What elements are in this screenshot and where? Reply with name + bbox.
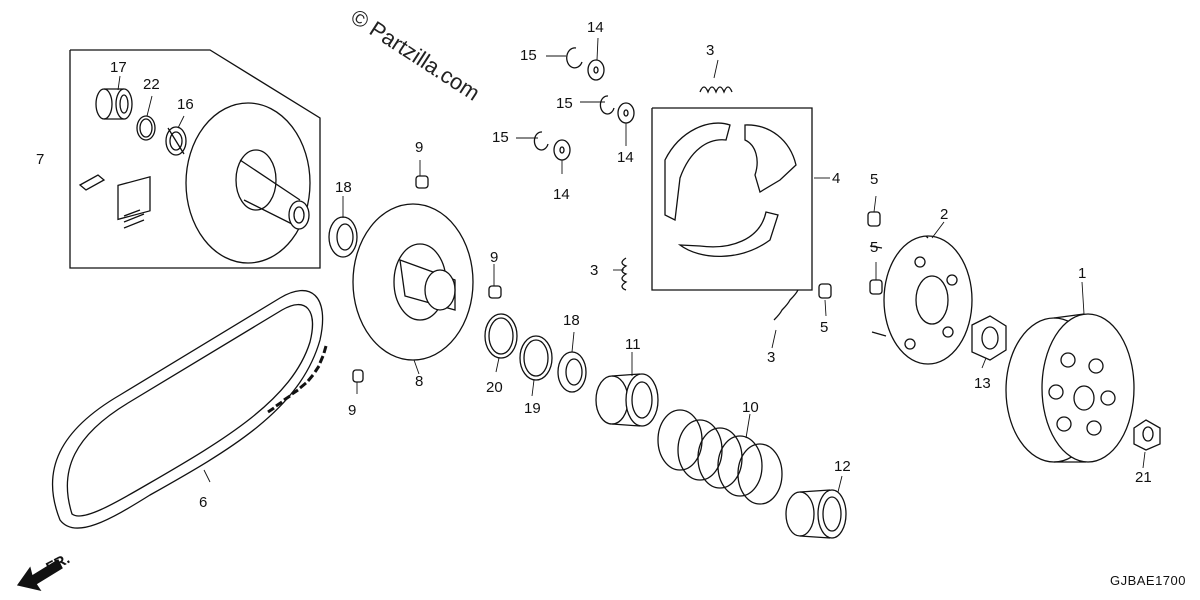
callout-2: 2 [940, 206, 949, 223]
part-14-washer-b [617, 102, 635, 124]
part-9-pin-c [352, 369, 364, 383]
part-8-driven-face [352, 203, 474, 361]
diagram-code: GJBAE1700 [1109, 573, 1186, 588]
callout-14b: 14 [617, 149, 634, 166]
callout-15a: 15 [520, 47, 537, 64]
part-20-o-ring [484, 313, 518, 359]
callout-6: 6 [199, 494, 208, 511]
callout-3b: 3 [590, 262, 599, 279]
part-5-bushing-c [818, 283, 832, 299]
front-arrow [16, 559, 63, 591]
part-6-drive-belt [51, 289, 328, 529]
part-19-o-ring [519, 335, 553, 381]
part-18-oil-seal-a [328, 216, 358, 258]
part-14-washer-a [587, 59, 605, 81]
callout-7: 7 [36, 151, 45, 168]
callout-15c: 15 [492, 129, 509, 146]
part-5-bushing-b [869, 279, 883, 295]
part-11-seal-collar [595, 373, 659, 427]
part-15-clip-c [533, 131, 549, 151]
callout-15b: 15 [556, 95, 573, 112]
part-17-collar [95, 88, 133, 120]
callout-4: 4 [832, 170, 841, 187]
part-14-washer-c [553, 139, 571, 161]
part-10-driven-spring [657, 409, 783, 505]
group-7-box [69, 49, 321, 269]
callout-1: 1 [1078, 265, 1087, 282]
leader-lines [117, 37, 1146, 493]
group-4-box [651, 107, 813, 291]
callout-8: 8 [415, 373, 424, 390]
callout-11: 11 [625, 336, 641, 353]
part-9-pin-a [415, 175, 429, 189]
part-2-clutch-plate [869, 235, 973, 365]
part-7-pin [78, 174, 106, 191]
part-15-clip-b [599, 95, 615, 115]
callout-3a: 3 [706, 42, 715, 59]
callout-12: 12 [834, 458, 851, 475]
callout-3c: 3 [767, 349, 776, 366]
part-13-nut [971, 315, 1007, 361]
part-3-spring-a [699, 86, 733, 94]
callout-17: 17 [110, 59, 127, 76]
part-12-collar [785, 489, 847, 539]
driven-face-pulley [185, 102, 311, 264]
callout-9a: 9 [415, 139, 424, 156]
callout-9c: 9 [348, 402, 357, 419]
callout-5c: 5 [820, 319, 829, 336]
part-9-pin-b [488, 285, 502, 299]
callout-18a: 18 [335, 179, 352, 196]
callout-22: 22 [143, 76, 160, 93]
callout-9b: 9 [490, 249, 499, 266]
callout-14a: 14 [587, 19, 604, 36]
part-22-circlip [136, 115, 156, 141]
callout-18b: 18 [563, 312, 580, 329]
part-7-label-plate [117, 175, 151, 229]
part-16-bearing [165, 126, 187, 156]
part-18-oil-seal-b [557, 351, 587, 393]
callout-21: 21 [1135, 469, 1152, 486]
callout-5a: 5 [870, 171, 879, 188]
part-5-bushing-a [867, 211, 881, 227]
callout-19: 19 [524, 400, 541, 417]
callout-10: 10 [742, 399, 759, 416]
callout-5b: 5 [870, 239, 879, 256]
callout-16: 16 [177, 96, 194, 113]
part-3-spring-b [621, 257, 628, 291]
part-21-nut [1133, 419, 1161, 451]
part-1-clutch-outer [1005, 313, 1135, 463]
part-15-clip-a [566, 47, 583, 69]
callout-13: 13 [974, 375, 991, 392]
callout-20: 20 [486, 379, 503, 396]
part-4-clutch-shoes [664, 122, 797, 258]
callout-14c: 14 [553, 186, 570, 203]
part-3-spring-c [773, 289, 799, 321]
